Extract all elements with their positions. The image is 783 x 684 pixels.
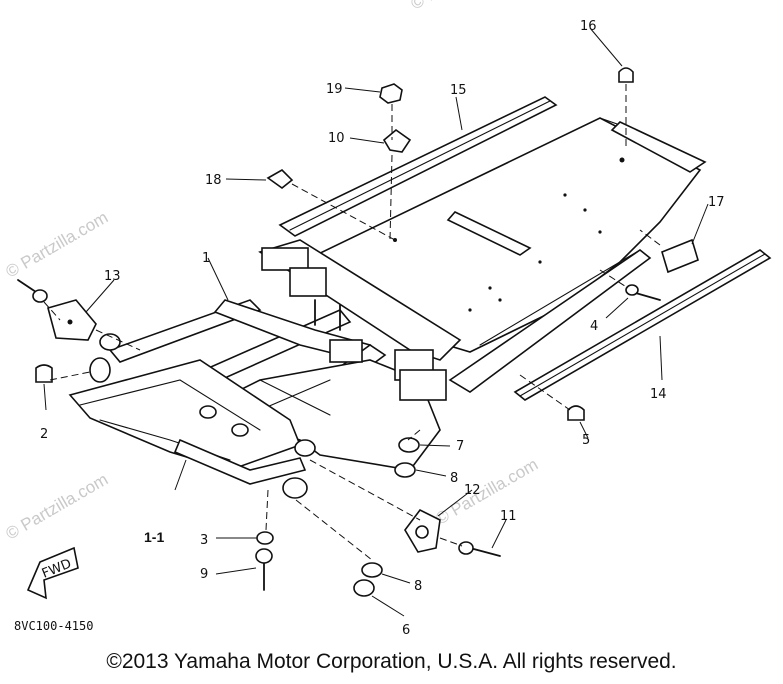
callout-5: 5 bbox=[582, 433, 590, 448]
rubber-mount bbox=[99, 333, 121, 351]
part-18-clip bbox=[266, 169, 294, 190]
callout-6: 6 bbox=[402, 623, 410, 638]
rubber-mount bbox=[231, 423, 249, 437]
part-9-rivet bbox=[255, 548, 273, 591]
mount-block bbox=[289, 267, 327, 297]
part-10-clip bbox=[382, 128, 412, 153]
copyright-notice: ©2013 Yamaha Motor Corporation, U.S.A. A… bbox=[106, 650, 677, 673]
front-bumper bbox=[68, 359, 302, 471]
part-3-washer bbox=[256, 531, 274, 545]
callout-8: 8 bbox=[414, 579, 422, 594]
part-6-washer bbox=[353, 579, 375, 597]
part-16-cap bbox=[618, 67, 634, 83]
callout-17: 17 bbox=[708, 195, 725, 210]
callout-12: 12 bbox=[464, 483, 481, 498]
watermark: © Partzilla.com bbox=[408, 0, 517, 13]
mount-block bbox=[329, 339, 363, 363]
part-17-plate bbox=[661, 238, 699, 274]
rear-flap bbox=[610, 121, 707, 173]
callout-3: 3 bbox=[200, 533, 208, 548]
part-2-grommet bbox=[35, 364, 53, 383]
part-5-nut bbox=[567, 405, 585, 421]
fwd-arrow-icon: FWD bbox=[26, 546, 79, 600]
rubber-mount bbox=[89, 357, 111, 383]
callout-18: 18 bbox=[205, 173, 222, 188]
rubber-mount bbox=[282, 477, 308, 499]
part-8-grommet bbox=[361, 562, 383, 578]
callout-11: 11 bbox=[500, 509, 517, 524]
rubber-mount bbox=[294, 439, 316, 457]
callout-14: 14 bbox=[650, 387, 667, 402]
callouts: 16 19 15 10 18 1 13 17 4 14 2 5 7 8 12 1… bbox=[40, 19, 725, 638]
callout-1: 1 bbox=[202, 251, 210, 266]
callout-15: 15 bbox=[450, 83, 467, 98]
part-7-grommet bbox=[398, 437, 420, 453]
part-8-grommet bbox=[394, 462, 416, 478]
deck-bracket bbox=[446, 211, 532, 256]
lower-side-rail bbox=[448, 249, 652, 393]
callout-2: 2 bbox=[40, 427, 48, 442]
part-4-bolt bbox=[625, 284, 661, 301]
part-19-nut bbox=[379, 83, 403, 104]
leader-lines bbox=[43, 27, 709, 617]
assembly-lines bbox=[43, 84, 661, 561]
part-13-bracket bbox=[47, 299, 97, 341]
callout-1-1: 1-1 bbox=[144, 529, 164, 545]
watermark: © Partzilla.com bbox=[3, 208, 112, 282]
callout-10: 10 bbox=[328, 131, 345, 146]
callout-16: 16 bbox=[580, 19, 597, 34]
rubber-mount bbox=[199, 405, 217, 419]
watermark: © Partzilla.com bbox=[433, 455, 542, 529]
callout-8: 8 bbox=[450, 471, 458, 486]
callout-9: 9 bbox=[200, 567, 208, 582]
callout-7: 7 bbox=[456, 439, 464, 454]
callout-4: 4 bbox=[590, 319, 598, 334]
mount-block bbox=[261, 247, 309, 271]
callout-13: 13 bbox=[104, 269, 121, 284]
rivet-left bbox=[17, 279, 48, 303]
part-11-bolt bbox=[458, 541, 501, 557]
diagram-code: 8VC100-4150 bbox=[14, 619, 93, 633]
mount-block bbox=[399, 369, 447, 401]
front-cross-tube bbox=[173, 438, 307, 485]
watermark: © Partzilla.com bbox=[3, 470, 112, 544]
frame-body bbox=[68, 117, 707, 499]
callout-19: 19 bbox=[326, 82, 343, 97]
